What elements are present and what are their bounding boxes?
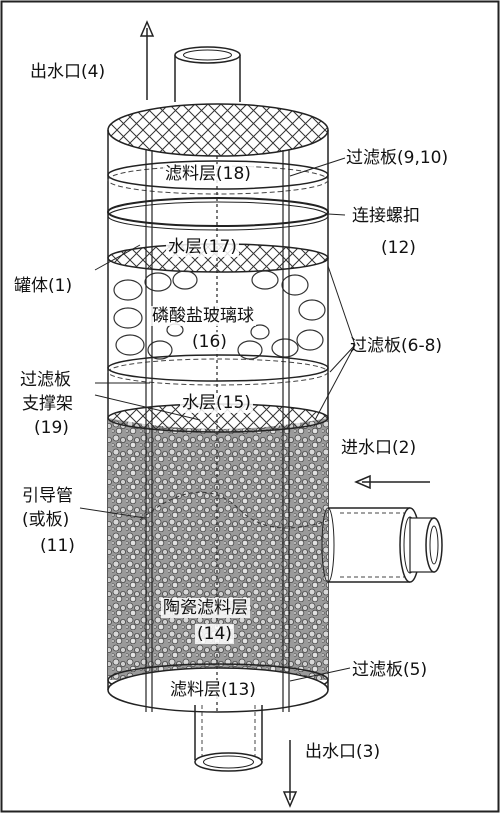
label-guide-line3: (11) — [40, 536, 75, 556]
top-outlet-pipe — [174, 46, 241, 102]
label-connect-thread-num: (12) — [381, 238, 416, 258]
connection-thread — [107, 197, 329, 227]
phosphate-glass-balls — [113, 270, 326, 360]
label-filter-plate-5: 过滤板(5) — [352, 660, 428, 680]
guide-pipe — [139, 491, 331, 529]
label-outlet-bottom: 出水口(3) — [305, 742, 381, 762]
label-filter-layer-13: 滤料层(13) — [168, 680, 258, 700]
leader-lines — [79, 157, 356, 682]
label-filter-plate-6-8: 过滤板(6-8) — [350, 336, 443, 356]
filter-plate-9-10 — [107, 160, 329, 190]
label-inlet: 进水口(2) — [341, 438, 417, 458]
label-filter-plate-9-10: 过滤板(9,10) — [346, 148, 449, 168]
label-filter-layer-18: 滤料层(18) — [163, 164, 253, 184]
label-ceramic-num: (14) — [195, 624, 234, 644]
label-guide-line2: (或板) — [22, 510, 70, 530]
label-connect-thread: 连接螺扣 — [352, 206, 420, 226]
label-water-layer-15: 水层(15) — [180, 393, 253, 413]
label-support-line1: 过滤板 — [20, 370, 71, 390]
filter-plate-7 — [107, 354, 329, 382]
label-outlet-top: 出水口(4) — [30, 62, 106, 82]
label-tank-body: 罐体(1) — [14, 276, 73, 296]
label-ceramic-layer: 陶瓷滤料层 — [161, 598, 250, 618]
label-phosphate-balls: 磷酸盐玻璃球 — [150, 306, 256, 326]
label-water-layer-17: 水层(17) — [166, 237, 239, 257]
label-phosphate-num: (16) — [190, 332, 229, 352]
label-support-line2: 支撑架 — [22, 394, 73, 414]
support-rods — [145, 150, 290, 712]
label-support-line3: (19) — [34, 418, 69, 438]
inlet-pipe — [321, 507, 443, 583]
bottom-outlet-pipe — [194, 705, 263, 772]
label-guide-line1: 引导管 — [22, 486, 73, 506]
filter-plate-top — [107, 103, 329, 157]
